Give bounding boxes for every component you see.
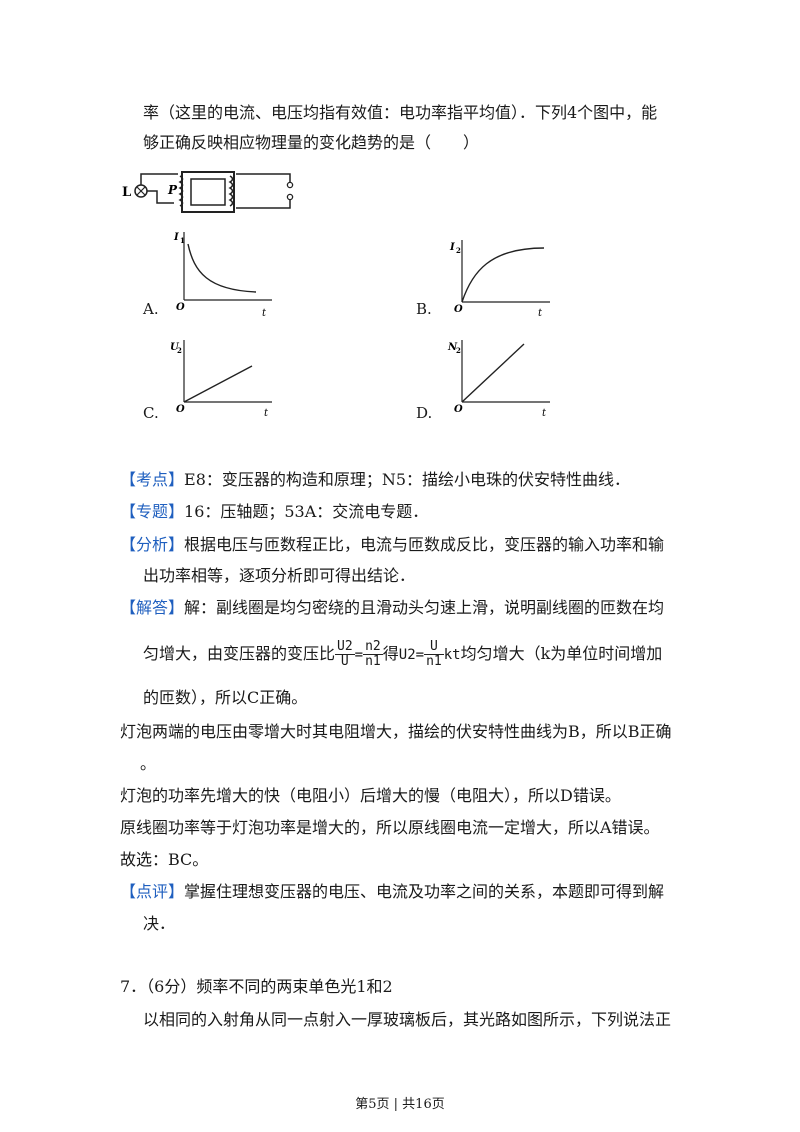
graph-b-ysub: 2 [456,246,461,255]
graph-d: N 2 O t [447,340,550,418]
dianping-line-1: 掌握住理想变压器的电压、电流及功率之间的关系，本题即可得到解 [184,882,665,901]
jieda-line-6: 灯泡的功率先增大的快（电阻小）后增大的慢（电阻大），所以D错误。 [120,786,621,805]
graph-d-origin: O [454,404,463,415]
terminal-icon [286,181,294,189]
zhuanti-section: 【专题】16：压轴题；53A：交流电专题． [120,502,428,522]
graph-c-origin: O [176,404,185,415]
graph-d-xlabel: t [542,408,547,418]
jieda-line-2-a: 匀增大，由变压器的变压比 [143,644,336,663]
kaodian-tag: 【考点】 [120,470,185,489]
kaodian-text: E8：变压器的构造和原理；N5：描绘小电珠的伏安特性曲线． [184,470,631,489]
slider-label: P [167,183,178,197]
jieda-line-3: 的匝数），所以C正确。 [143,688,308,707]
graph-b: I 2 O t [449,240,550,319]
dianping-tag: 【点评】 [120,882,185,901]
jieda-line-8: 故选：BC。 [120,850,209,869]
fenxi-section: 【分析】根据电压与匝数程正比，电流与匝数成反比，变压器的输入功率和输 [120,535,664,555]
dianping-section: 【点评】掌握住理想变压器的电压、电流及功率之间的关系，本题即可得到解 [120,882,664,902]
option-c-label: C. [143,404,159,422]
intro-line-2: 够正确反映相应物理量的变化趋势的是（ ） [143,133,480,152]
graph-d-ylabel: N [447,342,458,353]
jieda-line-5: 。 [140,754,157,773]
fenxi-line-2: 出功率相等，逐项分析即可得出结论． [143,566,416,585]
graph-c-ysub: 2 [177,346,182,355]
graph-a-origin: O [176,302,185,313]
graph-a-curve [187,243,257,293]
graph-a-ysub: 1 [180,236,185,245]
graph-c: U 2 O t [170,340,272,418]
dianping-line-2: 决． [143,914,176,933]
fenxi-tag: 【分析】 [120,535,185,554]
zhuanti-tag: 【专题】 [120,502,185,521]
graph-b-xlabel: t [538,308,543,319]
zhuanti-text: 16：压轴题；53A：交流电专题． [184,502,429,521]
graph-c-ylabel: U [170,342,180,353]
graph-b-origin: O [454,304,463,315]
graph-c-curve [183,365,253,403]
graph-c-xlabel: t [264,408,269,418]
jieda-line-2-b: 均匀增大（k为单位时间增加 [460,644,663,663]
option-b-label: B. [416,300,432,318]
transformer-core [178,171,235,213]
option-a-label: A. [143,300,159,318]
transformer-circuit-diagram: L P [122,171,294,213]
jieda-tag: 【解答】 [120,598,185,617]
graph-b-curve [461,247,545,303]
page-footer: 第5页 | 共16页 [355,1097,445,1112]
graph-d-ysub: 2 [456,346,461,355]
option-d-label: D. [416,404,433,422]
graph-a-ylabel: I [173,232,179,243]
graph-a: I 1 O t [173,232,272,318]
graph-b-ylabel: I [449,242,455,253]
question-7-line-1: 7．（6分）频率不同的两束单色光1和2 [120,977,393,996]
question-7-line-2: 以相同的入射角从同一点射入一厚玻璃板后，其光路如图所示，下列说法正 [143,1010,672,1029]
intro-line-1: 率（这里的电流、电压均指有效值：电功率指平均值）．下列4个图中，能 [143,103,658,122]
terminal-icon [286,193,294,201]
jieda-line-4: 灯泡两端的电压由零增大时其电阻增大，描绘的伏安特性曲线为B，所以B正确 [120,722,672,741]
kaodian-section: 【考点】E8：变压器的构造和原理；N5：描绘小电珠的伏安特性曲线． [120,470,630,490]
lamp-label: L [122,185,131,200]
jieda-line-7: 原线圈功率等于灯泡功率是增大的，所以原线圈电流一定增大，所以A错误。 [120,818,660,837]
graph-a-xlabel: t [262,308,267,318]
jieda-line-1: 解：副线圈是均匀密绕的且滑动头匀速上滑，说明副线圈的匝数在均 [184,598,665,617]
fenxi-line-1: 根据电压与匝数程正比，电流与匝数成反比，变压器的输入功率和输 [184,535,665,554]
graph-d-curve [461,343,525,403]
jieda-section: 【解答】解：副线圈是均匀密绕的且滑动头匀速上滑，说明副线圈的匝数在均 [120,598,664,618]
lamp-icon [134,184,148,198]
